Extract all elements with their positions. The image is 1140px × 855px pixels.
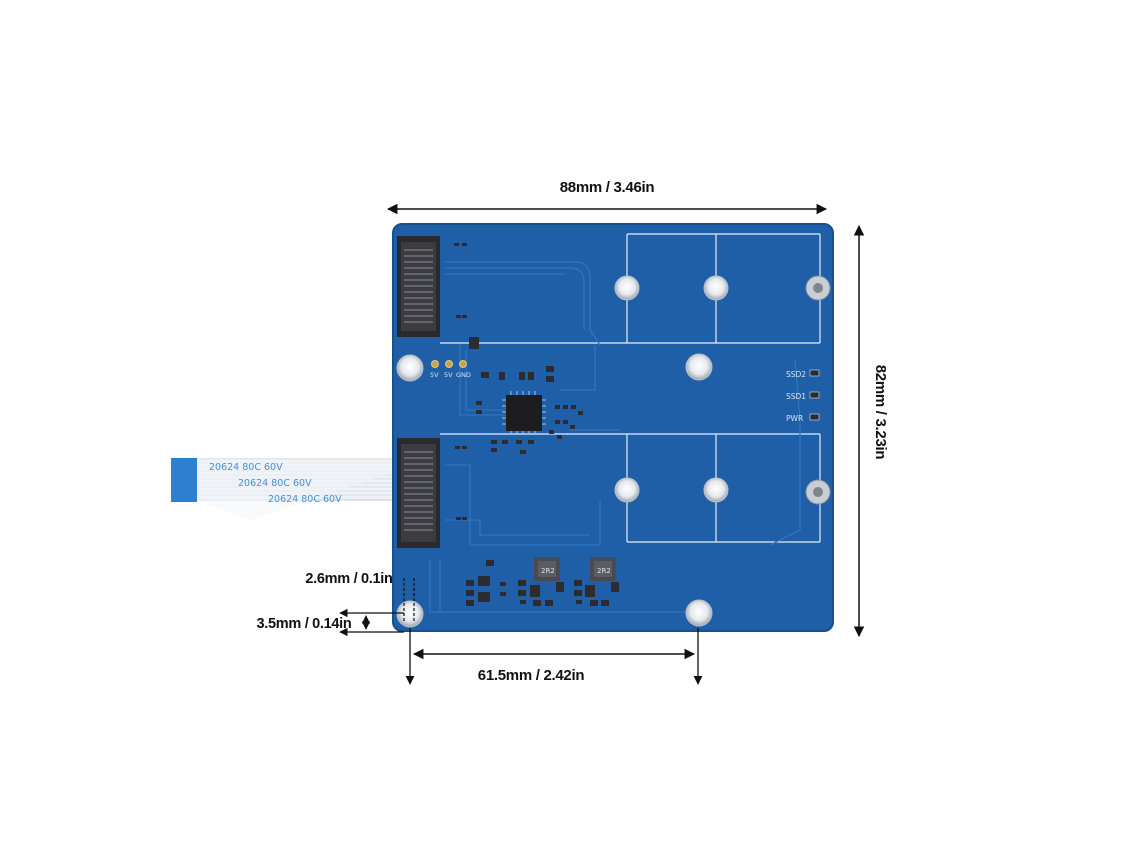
hole-spacing-label: 61.5mm / 2.42in <box>478 667 585 684</box>
smd-components <box>454 243 619 606</box>
led-label-pwr: PWR <box>786 414 803 423</box>
inductor-2-label: 2R2 <box>597 567 611 575</box>
pcb-board: 2R2 2R2 5V 5V GND SSD2 SSD1 PWR <box>392 223 834 632</box>
cable-print-line-3: 20624 80C 60V <box>268 494 342 505</box>
dimension-edge-offset-x: 2.6mm / 0.1in <box>305 571 415 623</box>
controller-chip <box>502 391 546 435</box>
cable-stiffener-tab <box>171 458 197 502</box>
inductor-2: 2R2 <box>590 557 616 581</box>
dimension-width: 88mm / 3.46in <box>386 179 828 215</box>
dimension-hole-spacing: 61.5mm / 2.42in <box>405 628 703 685</box>
height-label: 82mm / 3.23in <box>872 365 889 460</box>
led-label-ssd2: SSD2 <box>786 370 806 379</box>
pin-label-5v-1: 5V <box>430 371 439 379</box>
inductor-1: 2R2 <box>534 557 560 581</box>
edge-offset-x-label: 2.6mm / 0.1in <box>305 571 392 587</box>
status-leds: SSD2 SSD1 PWR <box>786 369 820 423</box>
m2-connector-bottom <box>397 438 440 548</box>
edge-offset-y-label: 3.5mm / 0.14in <box>257 616 352 632</box>
pin-label-5v-2: 5V <box>444 371 453 379</box>
m2-connector-top <box>397 236 440 337</box>
power-header: 5V 5V GND <box>430 360 471 379</box>
dimension-edge-offset-y: 3.5mm / 0.14in <box>257 608 404 637</box>
led-label-ssd1: SSD1 <box>786 392 806 401</box>
dimension-height: 82mm / 3.23in <box>853 224 889 638</box>
cable-print-line-2: 20624 80C 60V <box>238 478 312 489</box>
inductor-1-label: 2R2 <box>541 567 555 575</box>
width-label: 88mm / 3.46in <box>560 179 655 196</box>
ffc-ribbon-cable: 20624 80C 60V 20624 80C 60V 20624 80C 60… <box>171 458 402 520</box>
pin-label-gnd: GND <box>456 371 471 379</box>
cable-print-line-1: 20624 80C 60V <box>209 462 283 473</box>
